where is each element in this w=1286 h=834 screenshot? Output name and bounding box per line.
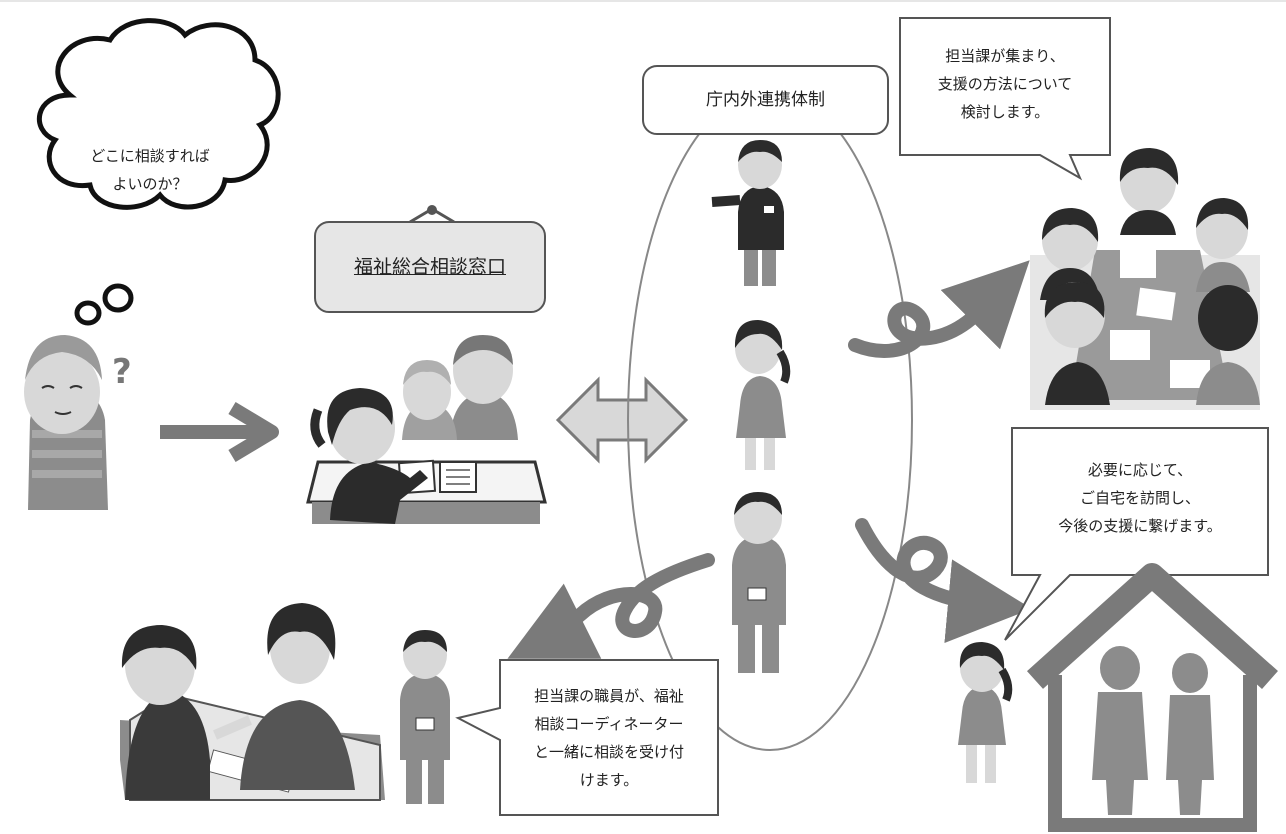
thought-cloud [36, 18, 281, 326]
staff-bubble-text: 担当課の職員が、福祉 相談コーディネーター と一緒に相談を受け付 けます。 [500, 682, 718, 794]
system-label: 庁内外連携体制 [706, 90, 825, 110]
staff-man-badge-illustration [732, 492, 786, 673]
home-illustration [1026, 563, 1278, 832]
meeting-line-2: 支援の方法について [937, 75, 1073, 93]
staff-woman-illustration [734, 320, 791, 470]
visit-line-2: ご自宅を訪問し、 [1079, 489, 1200, 507]
meeting-speech-bubble [899, 17, 1111, 181]
curly-arrow-to-reception-icon [507, 553, 715, 659]
meeting-line-1: 担当課が集まり、 [945, 47, 1065, 65]
staff-man-pointing-illustration [711, 140, 784, 286]
thought-line-2: よいのか？ [112, 175, 188, 193]
meeting-line-3: 検討します。 [960, 103, 1050, 121]
staff-speech-bubble [455, 659, 719, 816]
staff-line-3: と一緒に相談を受け付 [533, 743, 684, 761]
staff-line-4: けます。 [579, 771, 639, 789]
thought-cloud-text: どこに相談すれば よいのか？ [60, 142, 240, 198]
visit-line-3: 今後の支援に繋げます。 [1058, 517, 1222, 535]
reception-desk-illustration [120, 603, 385, 801]
counter-sign [314, 205, 546, 313]
thought-dot-medium [74, 300, 102, 326]
curly-arrow-to-home-icon [855, 518, 1032, 644]
meeting-illustration [1030, 148, 1260, 410]
reception-staff-man-illustration [400, 630, 450, 804]
counter-sign-board [314, 221, 546, 313]
meeting-bubble-text: 担当課が集まり、 支援の方法について 検討します。 [900, 42, 1110, 126]
visiting-staff-woman-illustration [958, 642, 1013, 783]
visit-line-1: 必要に応じて、 [1087, 461, 1193, 479]
thought-dot-large [102, 283, 134, 313]
staff-line-1: 担当課の職員が、福祉 [534, 687, 684, 705]
double-arrow-icon [555, 376, 689, 464]
counter-sign-label: 福祉総合相談窓口 [353, 256, 506, 278]
visit-bubble-text: 必要に応じて、 ご自宅を訪問し、 今後の支援に繋げます。 [1012, 456, 1268, 540]
arrow-to-counter-icon [160, 401, 279, 463]
consultation-desk-illustration [306, 335, 547, 524]
staff-line-2: 相談コーディネーター [534, 715, 684, 733]
elderly-woman-illustration: ? [24, 335, 132, 510]
curly-arrow-to-meeting-icon [848, 260, 1030, 358]
thought-cloud-bubble [36, 18, 281, 210]
visit-speech-bubble [1004, 427, 1269, 641]
system-label-box [642, 65, 889, 135]
thought-line-1: どこに相談すれば [90, 147, 210, 165]
question-mark-icon: ? [112, 352, 132, 392]
